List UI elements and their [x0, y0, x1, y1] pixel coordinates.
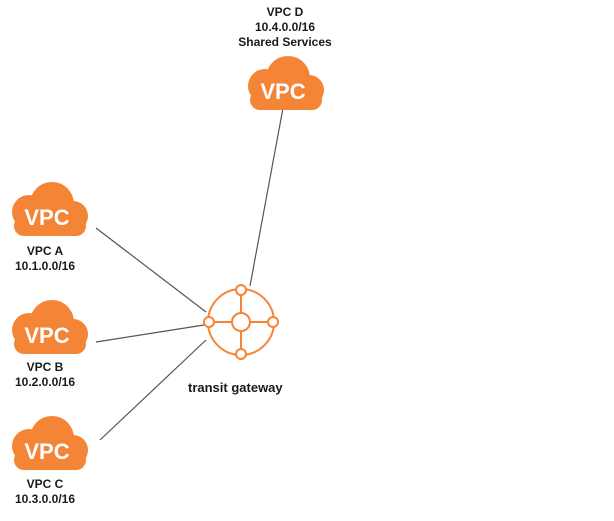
- vpc-a-name: VPC A: [26, 244, 64, 258]
- vpc-c-icon-text: VPC: [24, 439, 69, 464]
- transit-gateway-icon: [201, 282, 281, 367]
- transit-gateway-label: transit gateway: [188, 380, 283, 395]
- vpc-c-label: VPC C 10.3.0.0/16: [0, 477, 90, 507]
- vpc-d-name: VPC D: [266, 5, 304, 19]
- vpc-cloud-icon: VPC: [2, 178, 92, 238]
- vpc-b-cidr: 10.2.0.0/16: [14, 375, 76, 389]
- vpc-a-icon-text: VPC: [24, 205, 69, 230]
- vpc-d-label: VPC D 10.4.0.0/16 Shared Services: [195, 5, 375, 50]
- vpc-cloud-icon: VPC: [2, 412, 92, 472]
- vpc-d-cidr: 10.4.0.0/16: [254, 20, 316, 34]
- vpc-b-name: VPC B: [26, 360, 64, 374]
- vpc-cloud-icon: VPC: [2, 296, 92, 356]
- vpc-d-description: Shared Services: [238, 35, 332, 49]
- vpc-d-icon-text: VPC: [260, 79, 305, 104]
- connection-vpc-d: [249, 107, 284, 287]
- connection-vpc-c: [99, 339, 207, 441]
- connection-vpc-a: [95, 227, 207, 313]
- vpc-c-name: VPC C: [26, 477, 64, 491]
- vpc-cloud-icon: VPC: [238, 52, 328, 112]
- connection-vpc-b: [95, 324, 205, 343]
- vpc-a-label: VPC A 10.1.0.0/16: [0, 244, 90, 274]
- vpc-a-cidr: 10.1.0.0/16: [14, 259, 76, 273]
- vpc-c-cidr: 10.3.0.0/16: [14, 492, 76, 506]
- vpc-b-label: VPC B 10.2.0.0/16: [0, 360, 90, 390]
- vpc-b-icon-text: VPC: [24, 323, 69, 348]
